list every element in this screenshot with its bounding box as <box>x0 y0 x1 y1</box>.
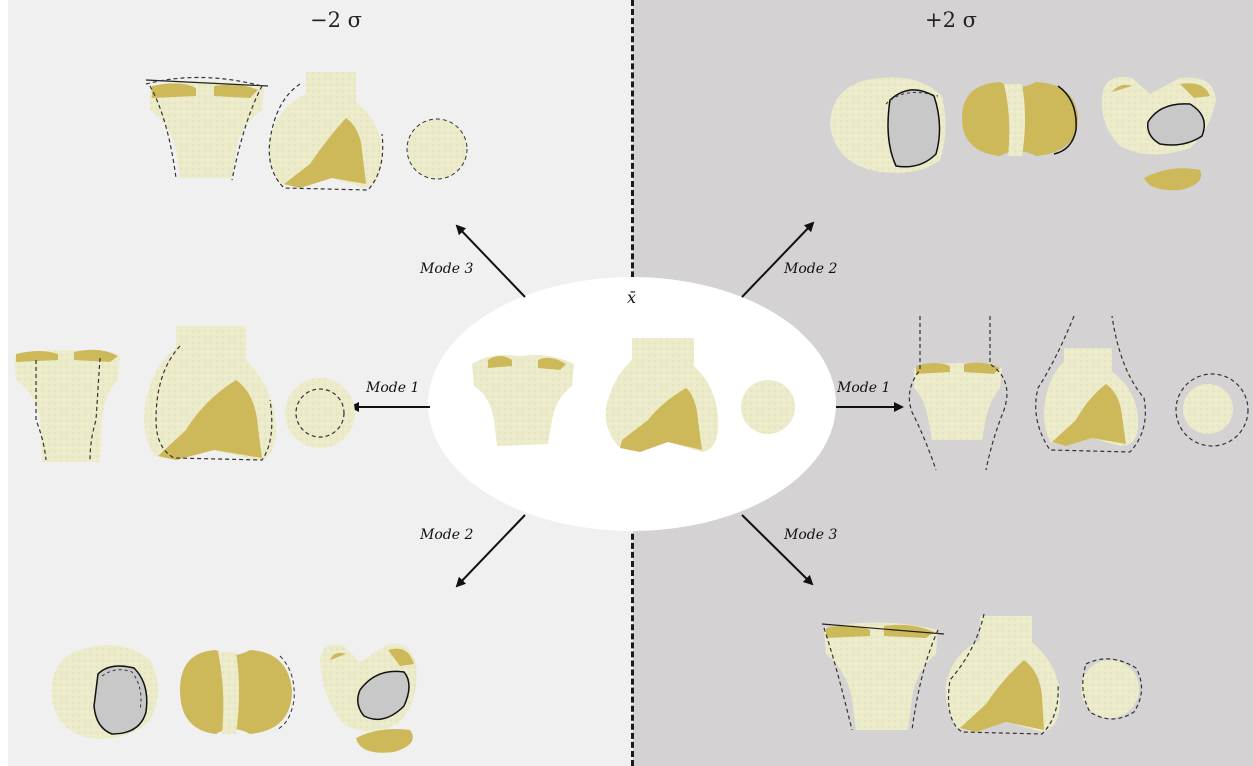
minus-mode3-patella <box>407 119 467 179</box>
arrow-down-left <box>457 515 525 586</box>
plus-mode1-shapes <box>909 316 1248 470</box>
plus-mode3-tibia <box>824 622 938 730</box>
mean-shape-label: x̄ <box>627 288 636 307</box>
label-right: Mode 1 <box>836 380 890 396</box>
minus-mode1-tibia <box>14 350 120 462</box>
minus-mode1-shapes <box>14 326 355 462</box>
mean-patella <box>741 380 795 434</box>
label-left: Mode 1 <box>365 380 419 396</box>
plus-mode3-patella <box>1081 660 1139 718</box>
arrow-down-right <box>742 515 812 584</box>
mean-shape-group: x̄ <box>428 277 836 531</box>
plus-mode3-shapes <box>822 614 1142 734</box>
arrow-up-right <box>742 223 813 297</box>
plus-mode1-tibia <box>914 363 1002 440</box>
minus-mode3-shapes <box>146 72 467 190</box>
plus-mode2-shapes <box>830 77 1216 190</box>
label-down-left: Mode 2 <box>419 527 473 543</box>
label-up-right: Mode 2 <box>783 261 837 277</box>
plus-mode1-patella <box>1183 384 1233 434</box>
label-up-left: Mode 3 <box>419 261 473 277</box>
minus-mode2-shapes <box>52 643 417 752</box>
label-down-right: Mode 3 <box>783 527 837 543</box>
